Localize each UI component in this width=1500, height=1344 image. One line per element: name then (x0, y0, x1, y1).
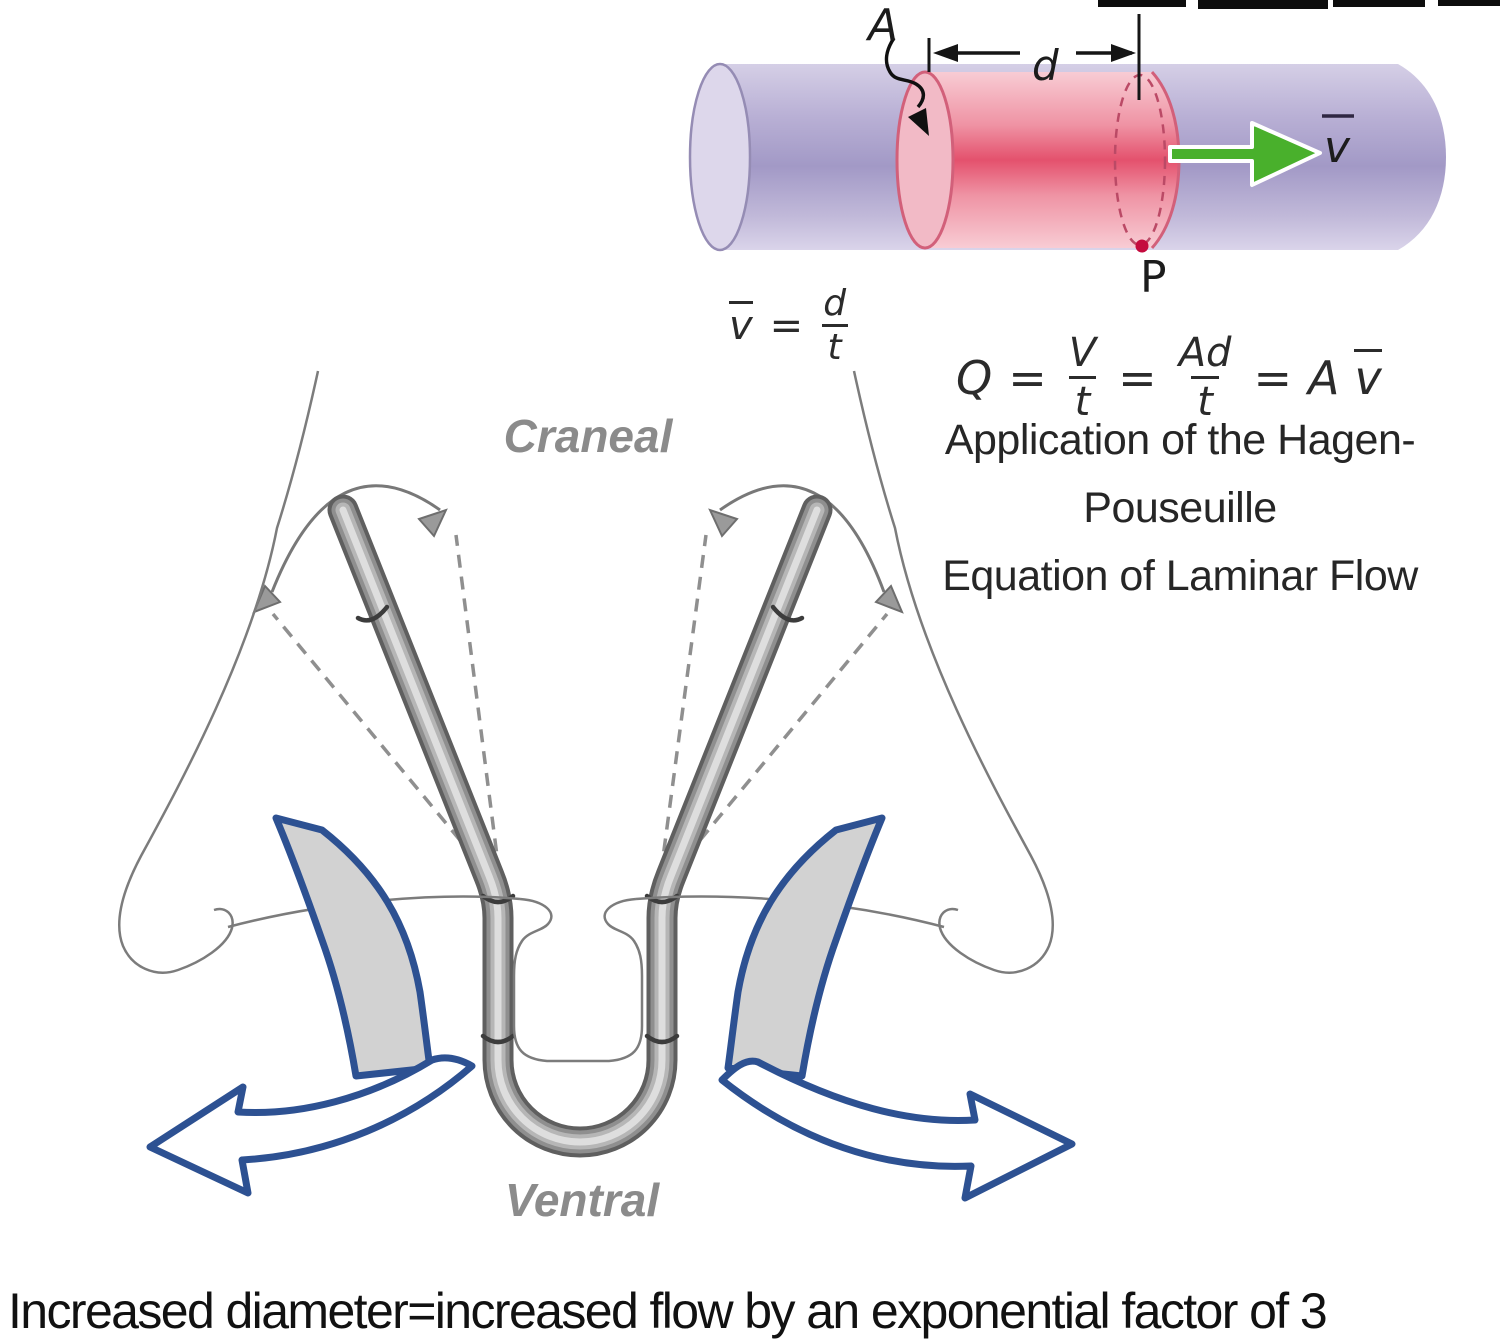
fraction-numerator: d (823, 283, 847, 324)
nose-outline (118, 370, 1054, 1063)
velocity-formula: v = d t (726, 283, 852, 369)
bottom-note: Increased diameter=increased flow by an … (8, 1283, 1328, 1339)
nose-outline-left (118, 370, 320, 974)
tube-seams (355, 604, 805, 1045)
nasal-tube-schematic: Craneal Ventral (118, 370, 1076, 1226)
label-distance: d (1032, 41, 1059, 90)
seam-left-lower (480, 1033, 516, 1045)
fraction-denominator: t (1068, 376, 1097, 425)
airflow-exit-arrow-right (718, 1057, 1076, 1202)
flow-segment-front-face (895, 70, 955, 250)
flow-rate-formula: Q = V t = Ad t = A v (956, 330, 1385, 425)
fraction-numerator: V (1068, 330, 1097, 376)
dashed-line-right-inner (656, 534, 708, 896)
area-pointer-squiggle (884, 37, 926, 109)
arc-arrowhead-left-high (417, 508, 448, 538)
arc-arrow-left (270, 484, 441, 593)
equals-sign: = (1253, 350, 1292, 405)
top-edge-black-strip (1098, 0, 1500, 9)
arc-arrowhead-right-low (874, 584, 904, 614)
a-symbol: A (1308, 350, 1340, 405)
fraction-v-over-t: V t (1063, 330, 1102, 425)
seam-right-lower (644, 1033, 680, 1045)
airflow-arrows (146, 814, 1076, 1202)
dashed-line-left-outer (271, 612, 490, 876)
nose-outline-right (852, 370, 1054, 974)
v-bar-symbol: v (1351, 348, 1384, 405)
craneal-label: Craneal (504, 410, 674, 462)
rotation-dashed-lines (271, 534, 889, 896)
equals-sign: = (1008, 350, 1047, 405)
equals-sign: = (769, 302, 804, 349)
tube-highlight (339, 506, 821, 1146)
airflow-entry-band-left (272, 814, 434, 1080)
dimension-d (927, 14, 1141, 100)
seam-left-upper (355, 604, 390, 623)
equals-sign: = (1118, 350, 1157, 405)
application-caption-line1: Application of the Hagen-Pouseuille (944, 416, 1416, 532)
v-bar-symbol: v (726, 300, 756, 349)
dashed-line-right-outer (670, 612, 889, 876)
nasal-tubes (327, 494, 833, 1158)
fraction-ad-over-t: Ad t (1173, 330, 1238, 425)
application-caption: Application of the Hagen-Pouseuille Equa… (850, 406, 1500, 610)
q-symbol: Q (956, 350, 993, 405)
label-area: A (865, 0, 898, 51)
ventral-label: Ventral (505, 1174, 660, 1226)
velocity-arrow (1168, 121, 1322, 187)
fraction-denominator: t (1191, 376, 1219, 425)
application-caption-line2: Equation of Laminar Flow (942, 552, 1418, 600)
tube-left-endcap (688, 62, 752, 252)
philtrum-channel (512, 897, 644, 1063)
fraction-d-over-t: d t (817, 283, 852, 369)
flow-tube-diagram: A d P v (688, 0, 1500, 303)
point-p-dot (1135, 239, 1149, 253)
seam-right-upper (770, 604, 805, 623)
arc-arrowhead-right-high (708, 508, 739, 538)
label-velocity-bar: v (1324, 122, 1351, 173)
area-pointer-arrowhead (908, 108, 929, 136)
airflow-entry-band-right (724, 814, 886, 1080)
fraction-denominator: t (821, 324, 848, 368)
dashed-line-left-inner (454, 534, 504, 896)
flow-segment (925, 72, 1179, 248)
airflow-exit-arrow-left (146, 1054, 476, 1197)
arc-arrow-right (719, 484, 886, 593)
label-point-p: P (1140, 252, 1167, 303)
fraction-numerator: Ad (1178, 330, 1232, 376)
